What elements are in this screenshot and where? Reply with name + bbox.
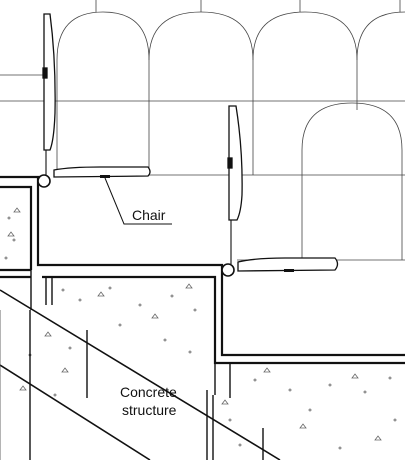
concrete-structure [0,175,405,461]
chair-lower [221,105,339,277]
audience-silhouettes [0,0,405,261]
chair-leader [104,177,172,225]
chair-label: Chair [132,207,166,223]
concrete-texture [4,207,397,450]
concrete-label-line1: Concrete [120,384,177,400]
concrete-label-line2: structure [122,402,177,418]
chair-upper [37,13,151,188]
